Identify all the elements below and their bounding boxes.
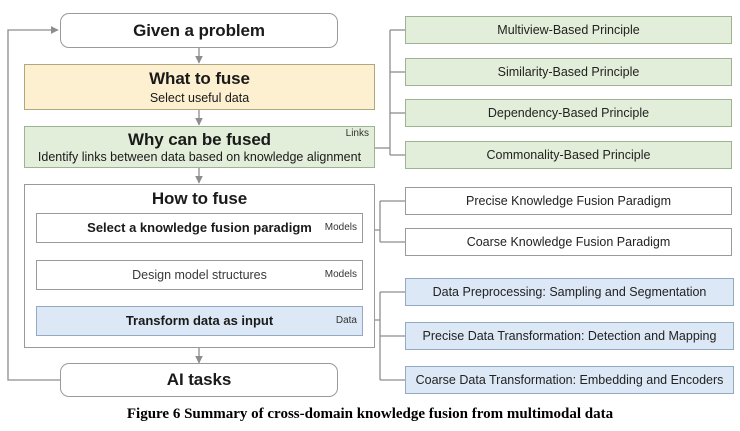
node-design-model-structures[interactable]: Design model structures Models [36, 260, 363, 290]
node-given-a-problem[interactable]: Given a problem [60, 13, 338, 48]
node-what-to-fuse-subtitle: Select useful data [149, 90, 250, 105]
node-paradigm-precise[interactable]: Precise Knowledge Fusion Paradigm [405, 187, 732, 215]
node-ai-tasks-label: AI tasks [166, 370, 232, 390]
node-what-to-fuse-title: What to fuse [149, 69, 250, 89]
node-coarse-data-transformation[interactable]: Coarse Data Transformation: Embedding an… [405, 366, 734, 394]
node-principle-similarity[interactable]: Similarity-Based Principle [405, 58, 732, 86]
node-why-can-be-fused-tag: Links [345, 128, 369, 139]
node-how-to-fuse-title: How to fuse [151, 189, 248, 209]
node-transform-data-as-input-tag: Data [335, 315, 357, 326]
node-transform-data-as-input-label: Transform data as input [125, 312, 274, 328]
node-principle-dependency[interactable]: Dependency-Based Principle [405, 99, 732, 127]
node-paradigm-coarse-label: Coarse Knowledge Fusion Paradigm [466, 234, 671, 249]
node-select-paradigm[interactable]: Select a knowledge fusion paradigm Model… [36, 213, 363, 243]
node-design-model-structures-label: Design model structures [132, 267, 267, 282]
node-ai-tasks[interactable]: AI tasks [60, 363, 338, 397]
node-why-can-be-fused-subtitle: Identify links between data based on kno… [37, 150, 362, 165]
node-principle-multiview-label: Multiview-Based Principle [497, 22, 640, 37]
node-data-preprocessing-label: Data Preprocessing: Sampling and Segment… [432, 284, 707, 299]
figure-caption: Figure 6 Summary of cross-domain knowled… [126, 406, 614, 422]
node-how-to-fuse-title-wrap: How to fuse [24, 188, 375, 210]
node-data-preprocessing[interactable]: Data Preprocessing: Sampling and Segment… [405, 278, 734, 306]
node-select-paradigm-label: Select a knowledge fusion paradigm [87, 219, 312, 235]
node-select-paradigm-tag: Models [324, 222, 357, 233]
node-paradigm-coarse[interactable]: Coarse Knowledge Fusion Paradigm [405, 228, 732, 256]
node-principle-commonality-label: Commonality-Based Principle [486, 147, 651, 162]
node-principle-commonality[interactable]: Commonality-Based Principle [405, 141, 732, 169]
node-principle-similarity-label: Similarity-Based Principle [497, 64, 640, 79]
node-precise-data-transformation-label: Precise Data Transformation: Detection a… [422, 328, 717, 343]
node-transform-data-as-input[interactable]: Transform data as input Data [36, 306, 363, 336]
node-why-can-be-fused-title: Why can be fused [128, 129, 271, 149]
node-principle-multiview[interactable]: Multiview-Based Principle [405, 16, 732, 44]
node-principle-dependency-label: Dependency-Based Principle [487, 105, 650, 120]
node-coarse-data-transformation-label: Coarse Data Transformation: Embedding an… [415, 372, 724, 387]
node-what-to-fuse[interactable]: What to fuse Select useful data [24, 64, 375, 110]
node-design-model-structures-tag: Models [324, 269, 357, 280]
node-paradigm-precise-label: Precise Knowledge Fusion Paradigm [466, 193, 671, 208]
node-given-a-problem-label: Given a problem [133, 20, 265, 40]
node-why-can-be-fused[interactable]: Why can be fused Identify links between … [24, 126, 375, 168]
node-precise-data-transformation[interactable]: Precise Data Transformation: Detection a… [405, 322, 734, 350]
